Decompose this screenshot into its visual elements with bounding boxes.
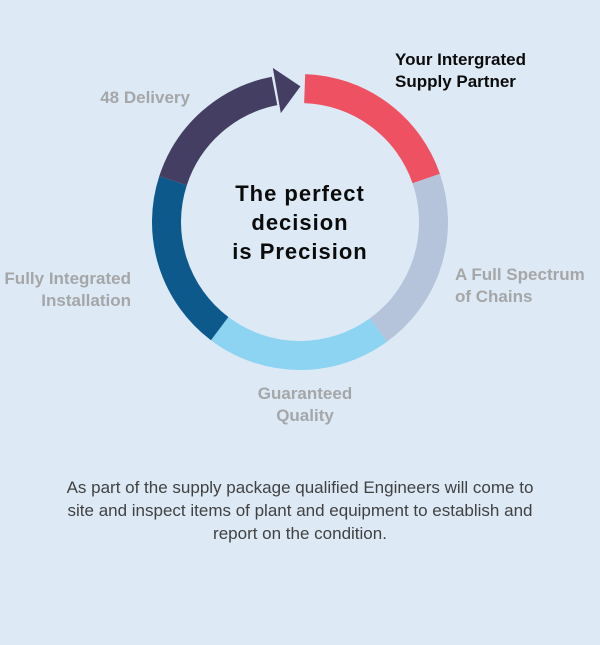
ring-segment-supply-partner: [303, 74, 440, 184]
label-48-delivery: 48 Delivery: [100, 88, 190, 107]
ring-segment-fully-integrated-installation: [152, 176, 229, 341]
ring-segment-full-spectrum-of-chains: [369, 173, 448, 342]
cycle-ring-svg: [152, 67, 448, 370]
label-supply-partner: Your Intergrated Supply Partner: [395, 50, 526, 91]
label-fully-integrated-installation: Fully Integrated Installation: [4, 269, 131, 310]
center-slogan: The perfect decision is Precision: [232, 181, 368, 264]
label-full-spectrum-of-chains: A Full Spectrum of Chains: [455, 265, 585, 306]
ring-segment-guaranteed-quality: [210, 316, 387, 370]
description-paragraph: As part of the supply package qualified …: [66, 478, 534, 543]
label-guaranteed-quality: Guaranteed Quality: [257, 384, 353, 425]
arrow-head-icon: [272, 67, 301, 114]
ring-segment-48-delivery-arrow: [159, 76, 278, 186]
